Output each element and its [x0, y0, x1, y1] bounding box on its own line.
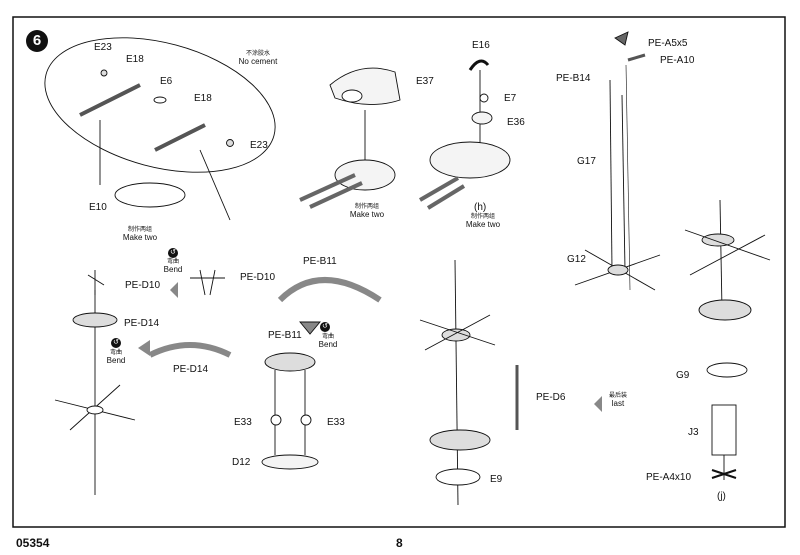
label-pe-a4x10: PE-A4x10 — [646, 472, 692, 483]
label-pe-b11-a: PE-B11 — [303, 256, 337, 267]
make-two-note-1: 制作两组 Make two — [115, 226, 165, 242]
page-number: 8 — [396, 536, 403, 550]
make-two-cn-2: 制作两组 — [354, 203, 379, 210]
bend-arrows — [138, 282, 602, 412]
make-two-note-2: 制作两组 Make two — [342, 203, 392, 219]
bend-note-3: 弯曲 Bend — [310, 333, 346, 349]
label-e16: E16 — [472, 40, 490, 51]
bend-note-1: 弯曲 Bend — [155, 258, 191, 274]
label-pe-d14-b: PE-D14 — [173, 364, 209, 375]
label-e37: E37 — [416, 76, 434, 87]
label-pe-b14: PE-B14 — [556, 73, 591, 84]
mast-j-assembly — [684, 199, 771, 480]
bend-cn-1: 弯曲 — [166, 258, 179, 265]
label-e6: E6 — [160, 76, 173, 87]
mast-pe-d-assembly — [54, 269, 232, 495]
label-e23-top: E23 — [94, 42, 112, 53]
no-cement-note: 不涂胶水 No cement — [232, 50, 284, 66]
turret-h-assembly — [418, 59, 511, 210]
label-d12: D12 — [232, 457, 251, 468]
label-g17: G17 — [577, 156, 596, 167]
label-e18-mid: E18 — [194, 93, 212, 104]
label-e18-top: E18 — [126, 54, 144, 65]
label-pe-b11-b: PE-B11 — [268, 330, 302, 341]
bend-en-1: Bend — [163, 265, 183, 274]
label-g9: G9 — [676, 370, 690, 381]
bend-icon-3: ↺ — [320, 322, 330, 332]
make-two-cn-3: 制作两组 — [470, 213, 495, 220]
label-e36: E36 — [507, 117, 525, 128]
label-e9: E9 — [490, 474, 503, 485]
mast-pe-d6-assembly — [419, 259, 519, 506]
make-two-cn-1: 制作两组 — [127, 226, 152, 233]
label-e23-right: E23 — [250, 140, 268, 151]
label-j3: J3 — [688, 427, 699, 438]
last-note: 最后装 last — [603, 392, 633, 408]
turret-e37-assembly — [299, 67, 401, 209]
label-j: (j) — [717, 491, 726, 502]
turret-barrel-detail — [44, 37, 276, 221]
label-e33-b: E33 — [327, 417, 345, 428]
make-two-en-2: Make two — [349, 210, 385, 219]
make-two-en-1: Make two — [122, 233, 158, 242]
label-pe-d14-a: PE-D14 — [124, 318, 160, 329]
mast-g17-assembly — [574, 31, 661, 291]
bend-icon-2: ↺ — [111, 338, 121, 348]
make-two-en-3: Make two — [465, 220, 501, 229]
label-pe-a10: PE-A10 — [660, 55, 695, 66]
no-cement-cn: 不涂胶水 — [245, 50, 270, 57]
bend-cn-2: 弯曲 — [109, 349, 122, 356]
deck-pe-b11-assembly — [261, 277, 382, 470]
label-e10: E10 — [89, 202, 107, 213]
bend-icon-1: ↺ — [168, 248, 178, 258]
bend-note-2: 弯曲 Bend — [98, 349, 134, 365]
label-h: (h) — [474, 202, 487, 213]
label-pe-a5x5: PE-A5x5 — [648, 38, 688, 49]
bend-cn-3: 弯曲 — [321, 333, 334, 340]
label-pe-d10-b: PE-D10 — [240, 272, 276, 283]
label-e33-a: E33 — [234, 417, 252, 428]
make-two-note-3: 制作两组 Make two — [458, 213, 508, 229]
kit-number: 05354 — [16, 536, 50, 550]
last-cn: 最后装 — [608, 392, 627, 399]
bend-en-2: Bend — [106, 356, 126, 365]
label-pe-d10-a: PE-D10 — [125, 280, 161, 291]
page-frame — [12, 16, 786, 528]
no-cement-en: No cement — [238, 57, 278, 66]
last-en: last — [611, 399, 625, 408]
label-e7: E7 — [504, 93, 517, 104]
label-g12: G12 — [567, 254, 586, 265]
step-number-badge: 6 — [26, 30, 48, 52]
bend-en-3: Bend — [318, 340, 338, 349]
label-pe-d6: PE-D6 — [536, 392, 566, 403]
